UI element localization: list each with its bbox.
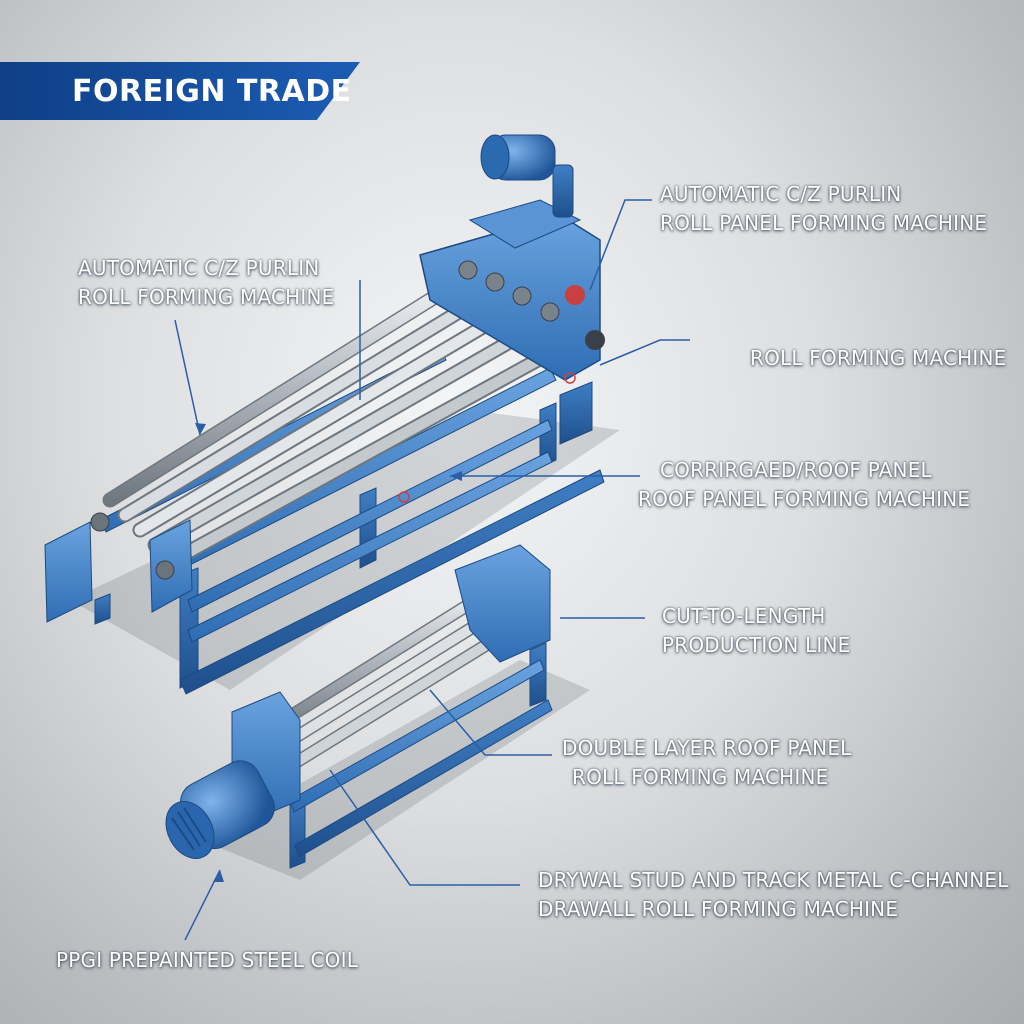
label-corrugated: CORRIRGAED/ROOF PANEL ROOF PANEL FORMING… xyxy=(638,456,970,514)
label-cz-purlin-panel: AUTOMATIC C/Z PURLIN ROLL PANEL FORMING … xyxy=(660,180,987,238)
label-line: DRAWALL ROLL FORMING MACHINE xyxy=(538,897,899,921)
label-line: AUTOMATIC C/Z PURLIN xyxy=(660,182,902,206)
motor-icon xyxy=(165,760,275,859)
label-line: PPGI PREPAINTED STEEL COIL xyxy=(56,948,359,972)
label-cz-purlin: AUTOMATIC C/Z PURLIN ROLL FORMING MACHIN… xyxy=(78,254,334,312)
label-double-layer: DOUBLE LAYER ROOF PANEL ROLL FORMING MAC… xyxy=(562,734,852,792)
label-line: DRYWAL STUD AND TRACK METAL C-CHANNEL xyxy=(538,868,1009,892)
large-roll-forming-machine xyxy=(44,134,620,695)
label-drywall: DRYWAL STUD AND TRACK METAL C-CHANNEL DR… xyxy=(538,866,1009,924)
label-line: ROLL FORMING MACHINE xyxy=(750,346,1007,370)
label-line: ROLL FORMING MACHINE xyxy=(78,285,335,309)
banner xyxy=(0,62,360,120)
label-line: ROLL PANEL FORMING MACHINE xyxy=(660,211,988,235)
leader-arrows xyxy=(195,423,462,882)
label-line: ROOF PANEL FORMING MACHINE xyxy=(638,487,971,511)
label-line: AUTOMATIC C/Z PURLIN xyxy=(78,256,320,280)
small-roll-forming-machine xyxy=(165,544,590,880)
label-line: CORRIRGAED/ROOF PANEL xyxy=(660,458,932,482)
label-line: CUT-TO-LENGTH xyxy=(662,604,826,628)
label-line: PRODUCTION LINE xyxy=(662,633,851,657)
leader-lines xyxy=(174,199,690,941)
label-roll-forming: ROLL FORMING MACHINE xyxy=(750,344,1006,373)
motor-icon xyxy=(480,134,574,245)
label-cut-to-length: CUT-TO-LENGTH PRODUCTION LINE xyxy=(662,602,851,660)
label-line: ROLL FORMING MACHINE xyxy=(572,765,829,789)
banner-title: FOREIGN TRADE xyxy=(72,74,352,109)
label-ppgi: PPGI PREPAINTED STEEL COIL xyxy=(56,946,358,975)
label-line: DOUBLE LAYER ROOF PANEL xyxy=(562,736,852,760)
